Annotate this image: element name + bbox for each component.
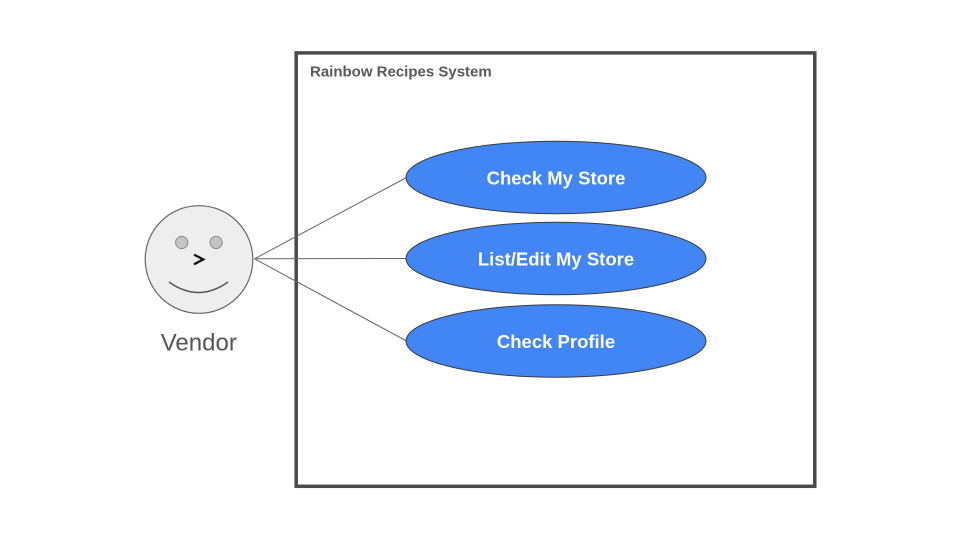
usecase-ellipse: [405, 221, 707, 296]
actor-right-eye: [209, 235, 223, 250]
actor-mouth: [168, 281, 229, 294]
system-title: Rainbow Recipes System: [310, 64, 492, 81]
usecase-label: Check Profile: [497, 331, 615, 352]
usecase-check-profile: Check Profile: [405, 304, 707, 378]
connector-vendor-check-profile: [254, 258, 407, 342]
usecase-label: Check My Store: [487, 168, 626, 189]
usecase-list-edit-my-store: List/Edit My Store: [405, 221, 707, 296]
usecase-ellipse: [405, 140, 707, 215]
usecase-label: List/Edit My Store: [478, 249, 634, 270]
actor-vendor: [144, 205, 254, 314]
usecase-check-my-store: Check My Store: [405, 140, 707, 215]
actor-head: [144, 205, 254, 314]
actor-label: Vendor: [161, 330, 237, 357]
connector-vendor-check-my-store: [254, 177, 407, 260]
connectors: [254, 177, 407, 342]
actor-nose: [193, 253, 206, 266]
actor-left-eye: [175, 235, 189, 250]
usecase-ellipse: [405, 304, 707, 378]
